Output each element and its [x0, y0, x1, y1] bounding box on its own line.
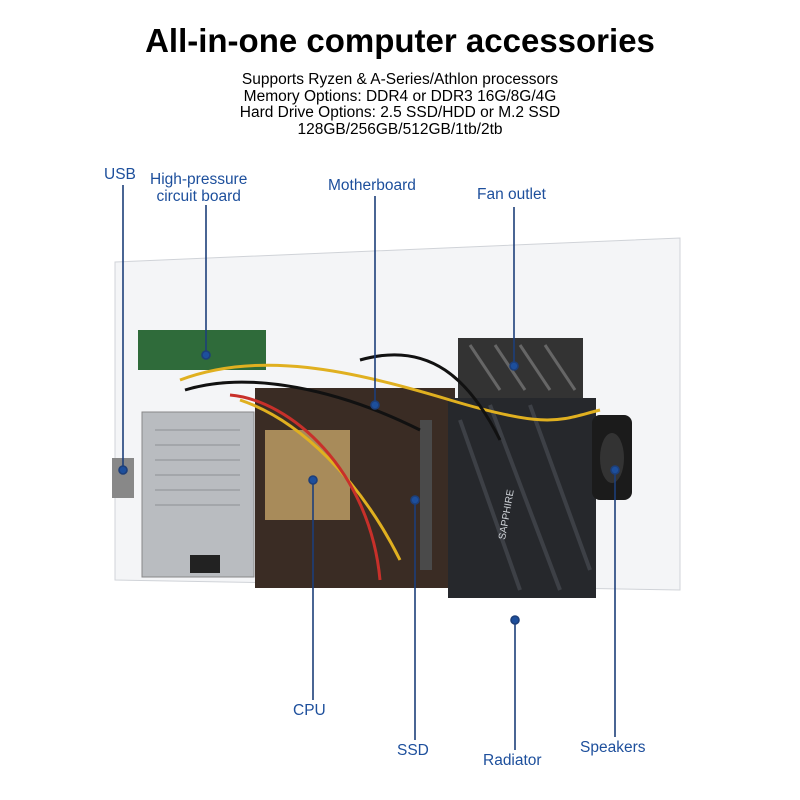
speaker-cone [600, 433, 624, 483]
spec-cpu: Supports Ryzen & A-Series/Athlon process… [241, 71, 559, 88]
label-speakers: Speakers [580, 739, 646, 756]
label-ssd: SSD [397, 742, 429, 759]
label-circuit-board-line1: High-pressure [150, 171, 248, 188]
power-supply [141, 411, 255, 578]
label-circuit-board-line2: circuit board [156, 188, 241, 205]
label-radiator: Radiator [483, 752, 542, 769]
spec-memory: Memory Options: DDR4 or DDR3 16G/8G/4G [243, 87, 557, 105]
label-cpu: CPU [293, 702, 326, 719]
graphics-card-stripes [458, 404, 592, 591]
usb-ports [112, 458, 134, 498]
callout-lines [118, 185, 620, 750]
ram-slot [420, 420, 432, 570]
power-supply-vents [155, 429, 240, 506]
label-motherboard: Motherboard [328, 177, 416, 194]
cables [179, 353, 601, 581]
label-fan-outlet: Fan outlet [477, 186, 546, 203]
page-title: All-in-one computer accessories [145, 22, 655, 59]
graphics-card [448, 398, 596, 598]
cpu-cooler [265, 430, 350, 520]
power-switch [190, 555, 220, 573]
label-circuit-board: High-pressure circuit board [150, 171, 247, 205]
spec-drive: Hard Drive Options: 2.5 SSD/HDD or M.2 S… [239, 104, 561, 121]
spec-capacity: 128GB/256GB/512GB/1tb/2tb [297, 120, 503, 138]
circuit-board [138, 330, 266, 370]
label-usb: USB [104, 166, 136, 183]
spec-list: Supports Ryzen & A-Series/Athlon process… [0, 71, 800, 138]
